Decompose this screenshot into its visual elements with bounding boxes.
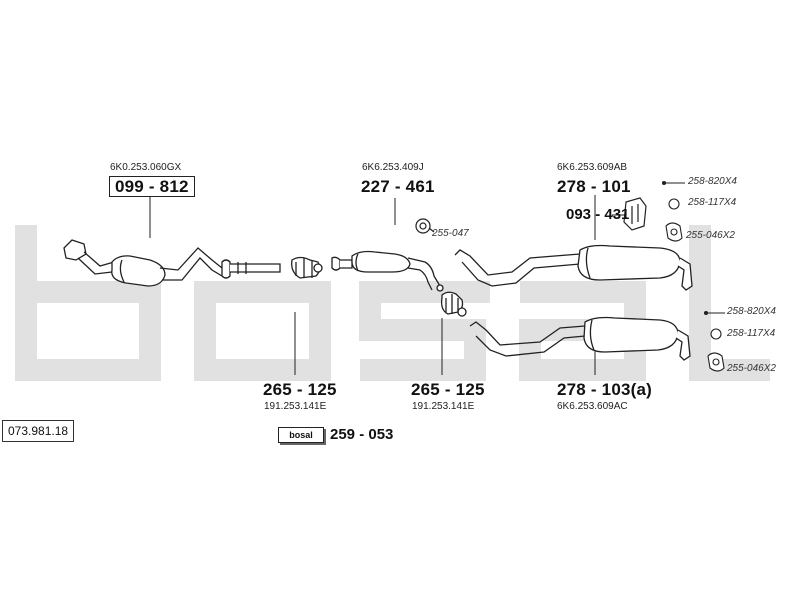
rear-silencer-b-oem: 6K6.253.609AC bbox=[557, 401, 628, 412]
hanger-middle-icon bbox=[415, 218, 435, 234]
front-pipe-clamp-left-part-number[interactable]: 265 - 125 bbox=[263, 380, 337, 399]
catalytic-converter-drawing bbox=[63, 239, 281, 287]
rear-b-accessory-2: 258-117X4 bbox=[727, 328, 776, 339]
front-pipe-clamp-left-drawing bbox=[291, 256, 323, 279]
middle-silencer-oem: 6K6.253.409J bbox=[362, 162, 424, 173]
rear-a-accessory-3: 255-046X2 bbox=[686, 230, 735, 241]
mounting-bracket-part-number[interactable]: 093 - 431 bbox=[566, 206, 630, 223]
front-pipe-clamp-left-oem: 191.253.141E bbox=[264, 401, 327, 412]
front-pipe-clamp-right-oem: 191.253.141E bbox=[412, 401, 475, 412]
mounting-bracket-icon bbox=[623, 197, 647, 231]
assembly-kit-part-number[interactable]: 259 - 053 bbox=[330, 426, 394, 443]
diagram-reference-number: 073.981.18 bbox=[2, 420, 75, 442]
middle-silencer-part-number[interactable]: 227 - 461 bbox=[361, 177, 435, 196]
assembly-kit-icon: bosal bbox=[278, 427, 324, 443]
rear-b-accessory-3: 255-046X2 bbox=[727, 363, 776, 374]
rear-silencer-b-drawing bbox=[469, 316, 691, 361]
rear-a-accessory-2: 258-117X4 bbox=[688, 197, 737, 208]
front-pipe-clamp-right-drawing bbox=[440, 291, 467, 317]
rear-silencer-a-oem: 6K6.253.609AB bbox=[557, 162, 628, 173]
brand-watermark bbox=[15, 225, 770, 381]
rear-silencer-a-part-number[interactable]: 278 - 101 bbox=[557, 177, 631, 196]
rear-a-accessory-icons bbox=[661, 180, 684, 242]
rear-silencer-b-part-number[interactable]: 278 - 103(a) bbox=[557, 380, 653, 399]
rear-silencer-a-drawing bbox=[454, 244, 693, 291]
front-pipe-clamp-right-part-number[interactable]: 265 - 125 bbox=[411, 380, 485, 399]
catalytic-converter-part-number[interactable]: 099 - 812 bbox=[109, 176, 195, 197]
catalytic-converter-oem: 6K0.253.060GX bbox=[110, 162, 182, 173]
middle-silencer-drawing bbox=[331, 250, 444, 292]
rear-b-accessory-1: 258-820X4 bbox=[727, 306, 776, 317]
rear-b-accessory-icons bbox=[703, 310, 725, 372]
rear-a-accessory-1: 258-820X4 bbox=[688, 176, 737, 187]
hanger-middle-label: 255-047 bbox=[432, 228, 469, 239]
